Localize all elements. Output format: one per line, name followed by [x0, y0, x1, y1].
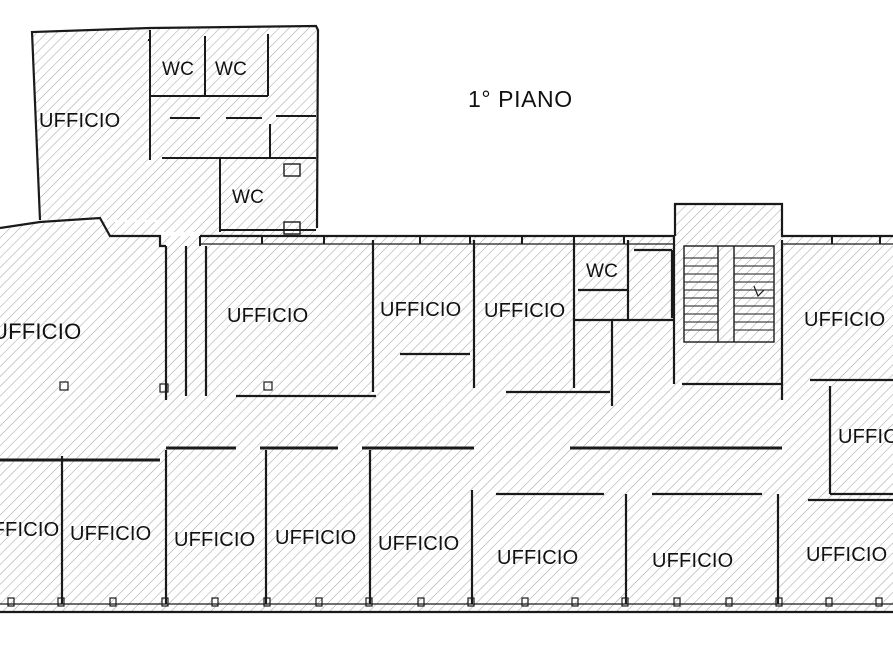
room-label-office-top-3: UFFICIO — [380, 299, 462, 321]
room-label-office-bottom-4: UFFICIO — [275, 527, 357, 549]
room-label-office-bottom-1: UFFICIO — [0, 519, 60, 541]
hatched-floor — [0, 26, 893, 612]
annex-walls — [148, 30, 316, 246]
room-label-east-office-top: UFFICIO — [804, 309, 886, 331]
outer-walls — [0, 24, 893, 614]
room-label-west-office: UFFICIO — [0, 319, 82, 344]
room-label-office-bottom-7: UFFICIO — [652, 550, 734, 572]
pillars — [7, 381, 883, 607]
room-label-office-top-4: UFFICIO — [484, 300, 566, 322]
room-label-annex-wc-3: WC — [232, 187, 265, 208]
floor-title: 1° PIANO — [468, 86, 573, 112]
room-label-annex-wc-1: WC — [162, 59, 195, 80]
room-label-annex-wc-2: WC — [215, 59, 248, 80]
room-label-office-bottom-2: UFFICIO — [70, 523, 152, 545]
room-label-east-office-mid: UFFICIO — [838, 426, 893, 448]
interior-walls-upper — [164, 236, 893, 496]
corridor-walls — [0, 446, 782, 462]
room-label-office-top-2: UFFICIO — [227, 305, 309, 327]
room-label-office-bottom-6: UFFICIO — [497, 547, 579, 569]
room-label-stair-wc: WC — [586, 261, 619, 282]
room-label-annex-office: UFFICIO — [39, 110, 121, 132]
room-label-office-bottom-5: UFFICIO — [378, 533, 460, 555]
room-label-office-bottom-8: UFFICIO — [806, 544, 888, 566]
interior-walls-lower — [60, 450, 893, 604]
window-ticks — [261, 236, 881, 244]
room-label-office-bottom-3: UFFICIO — [174, 529, 256, 551]
staircase — [683, 245, 775, 343]
